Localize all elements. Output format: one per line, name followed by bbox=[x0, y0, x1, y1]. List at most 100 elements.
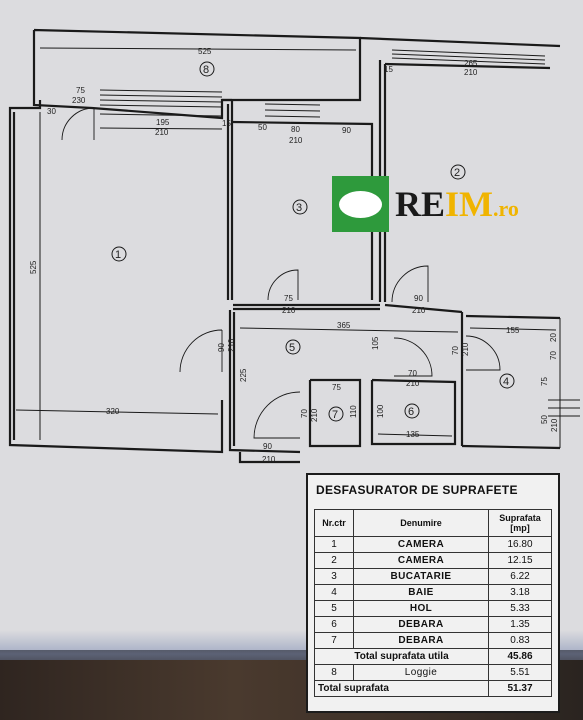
logo-green-square bbox=[332, 176, 389, 232]
dim-70-d6: 70 bbox=[451, 346, 460, 355]
dim-210-door3: 210 bbox=[282, 306, 296, 315]
dim-15: 15 bbox=[384, 65, 393, 74]
logo-brand-tld: .ro bbox=[493, 196, 519, 221]
loggie-row: 8 Loggie 5.51 bbox=[314, 664, 552, 681]
area-table-title: DESFASURATOR DE SUPRAFETE bbox=[316, 483, 518, 497]
loggie-name: Loggie bbox=[353, 664, 489, 681]
area-table: Nr.ctr Denumire Suprafata [mp] 1 CAMERA … bbox=[314, 509, 552, 697]
row-name: CAMERA bbox=[353, 536, 489, 553]
area-summary-card: DESFASURATOR DE SUPRAFETE Nr.ctr Denumir… bbox=[306, 473, 560, 713]
dimension-labels: 525 265 210 15 75 230 30 195 210 15 50 8… bbox=[15, 47, 559, 464]
dim-525-top: 525 bbox=[198, 47, 212, 56]
dim-210-bottom: 210 bbox=[262, 455, 276, 464]
dim-90-top: 90 bbox=[342, 126, 351, 135]
row-name: DEBARA bbox=[353, 616, 489, 633]
dim-70-d7: 70 bbox=[300, 409, 309, 418]
dim-75-door: 75 bbox=[284, 294, 293, 303]
row-nr: 5 bbox=[314, 600, 354, 617]
dim-75-d7: 75 bbox=[332, 383, 341, 392]
row-nr: 3 bbox=[314, 568, 354, 585]
table-row: 3 BUCATARIE 6.22 bbox=[314, 568, 552, 585]
total-row: Total suprafata 51.37 bbox=[314, 680, 552, 697]
row-name: BUCATARIE bbox=[353, 568, 489, 585]
room-labels: 8 2 3 1 5 4 6 7 bbox=[111, 61, 515, 422]
logo-brand-accent: IM bbox=[445, 184, 494, 224]
logo-wordmark: REIM.ro bbox=[395, 182, 519, 231]
room-1-label: 1 bbox=[115, 249, 121, 261]
plan-walls bbox=[8, 28, 561, 464]
reim-watermark-logo: REIM.ro bbox=[332, 176, 562, 234]
row-area: 3.18 bbox=[488, 584, 552, 601]
dim-100: 100 bbox=[376, 404, 385, 418]
room-2-label: 2 bbox=[454, 167, 460, 179]
dim-75-top: 75 bbox=[76, 86, 85, 95]
total-util-label: Total suprafata utila bbox=[314, 648, 489, 665]
logo-brand-main: RE bbox=[395, 184, 446, 224]
total-util-value: 45.86 bbox=[488, 648, 552, 665]
dim-90-left: 90 bbox=[217, 343, 226, 352]
dim-230: 230 bbox=[72, 96, 86, 105]
dim-210-left: 210 bbox=[227, 338, 236, 352]
dim-105: 105 bbox=[371, 336, 380, 350]
table-row: 6 DEBARA 1.35 bbox=[314, 616, 552, 633]
row-nr: 2 bbox=[314, 552, 354, 569]
row-nr: 7 bbox=[314, 632, 354, 649]
row-nr: 4 bbox=[314, 584, 354, 601]
total-util-row: Total suprafata utila 45.86 bbox=[314, 648, 552, 665]
dim-50-r4: 50 bbox=[540, 415, 549, 424]
dim-20: 20 bbox=[549, 333, 558, 342]
header-area: Suprafata [mp] bbox=[488, 509, 552, 537]
dim-70-r: 70 bbox=[549, 351, 558, 360]
dim-90-bottom: 90 bbox=[263, 442, 272, 451]
dim-210-d6: 210 bbox=[461, 342, 470, 356]
dim-210-door2: 210 bbox=[412, 306, 426, 315]
dim-110: 110 bbox=[349, 405, 358, 418]
door-swings bbox=[61, 107, 501, 439]
dim-155: 155 bbox=[506, 326, 520, 335]
header-name: Denumire bbox=[353, 509, 489, 537]
dim-210-r2: 210 bbox=[464, 68, 478, 77]
dim-90-door2: 90 bbox=[414, 294, 423, 303]
window-hatching bbox=[99, 49, 580, 417]
table-row: 4 BAIE 3.18 bbox=[314, 584, 552, 601]
row-name: DEBARA bbox=[353, 632, 489, 649]
dim-15b: 15 bbox=[222, 119, 231, 128]
row-area: 0.83 bbox=[488, 632, 552, 649]
room-5-label: 5 bbox=[289, 342, 295, 354]
area-table-header: Nr.ctr Denumire Suprafata [mp] bbox=[314, 509, 552, 537]
dim-210-r3: 210 bbox=[289, 136, 303, 145]
row-area: 6.22 bbox=[488, 568, 552, 585]
dim-225: 225 bbox=[239, 368, 248, 382]
dim-210-r4: 210 bbox=[550, 418, 559, 432]
row-name: HOL bbox=[353, 600, 489, 617]
dim-210-d7: 210 bbox=[310, 408, 319, 422]
dim-30: 30 bbox=[47, 107, 56, 116]
logo-white-oval bbox=[339, 191, 382, 218]
total-label: Total suprafata bbox=[314, 680, 489, 697]
room-8-label: 8 bbox=[203, 64, 209, 76]
dim-80: 80 bbox=[291, 125, 300, 134]
table-row: 1 CAMERA 16.80 bbox=[314, 536, 552, 553]
row-name: CAMERA bbox=[353, 552, 489, 569]
row-area: 12.15 bbox=[488, 552, 552, 569]
loggie-area: 5.51 bbox=[488, 664, 552, 681]
dim-50: 50 bbox=[258, 123, 267, 132]
dim-210-hol: 210 bbox=[406, 379, 420, 388]
dim-75-r4: 75 bbox=[540, 377, 549, 386]
row-nr: 6 bbox=[314, 616, 354, 633]
header-nr: Nr.ctr bbox=[314, 509, 354, 537]
row-area: 1.35 bbox=[488, 616, 552, 633]
table-row: 7 DEBARA 0.83 bbox=[314, 632, 552, 649]
dim-365: 365 bbox=[337, 321, 351, 330]
dim-210-r1: 210 bbox=[155, 128, 169, 137]
table-row: 2 CAMERA 12.15 bbox=[314, 552, 552, 569]
dim-265: 265 bbox=[464, 59, 478, 68]
table-row: 5 HOL 5.33 bbox=[314, 600, 552, 617]
dim-525-left: 525 bbox=[29, 260, 38, 274]
total-value: 51.37 bbox=[488, 680, 552, 697]
loggie-nr: 8 bbox=[314, 664, 354, 681]
room-7-label: 7 bbox=[332, 409, 338, 421]
row-nr: 1 bbox=[314, 536, 354, 553]
row-area: 16.80 bbox=[488, 536, 552, 553]
